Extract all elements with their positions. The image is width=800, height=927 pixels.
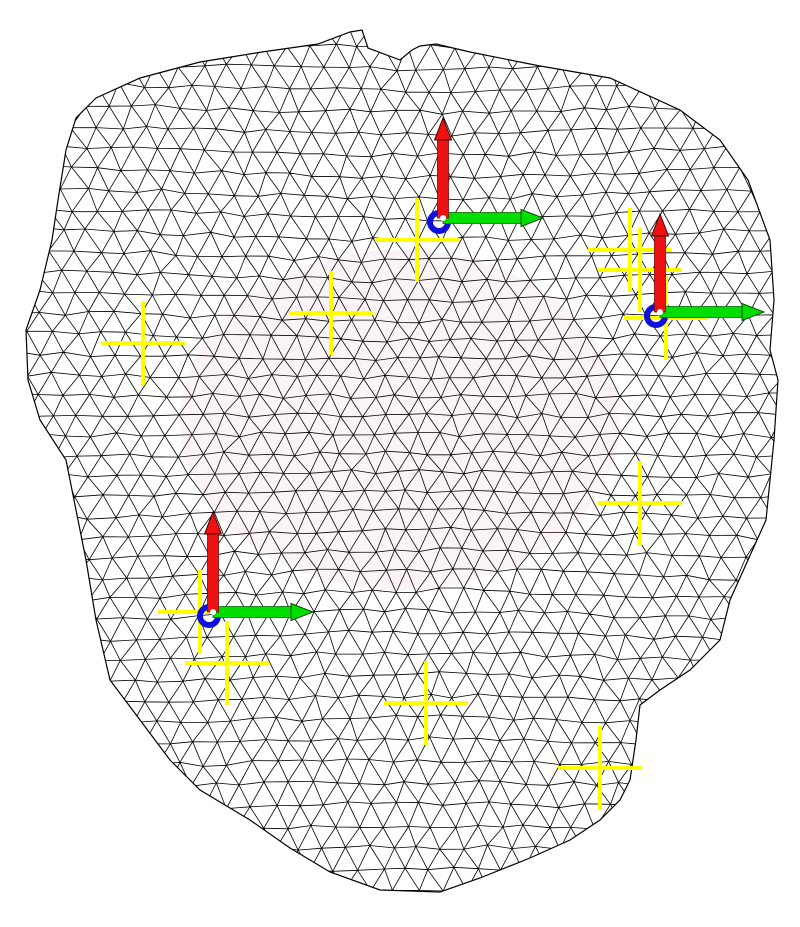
gizmo-origin xyxy=(440,215,446,221)
gizmo-origin xyxy=(657,309,663,315)
y-axis-arrow xyxy=(203,510,223,613)
gizmo-layer xyxy=(197,116,766,628)
axis-gizmo-icon xyxy=(644,212,766,328)
cross-marker-icon xyxy=(588,208,672,292)
cross-marker-icon xyxy=(185,621,269,705)
marker-layer xyxy=(101,198,708,810)
wireframe-mesh xyxy=(26,30,778,892)
gizmo-origin xyxy=(210,609,216,615)
cross-marker-icon xyxy=(384,661,468,745)
cross-marker-icon xyxy=(289,271,373,355)
axis-gizmo-icon xyxy=(427,116,545,234)
y-axis-arrow xyxy=(650,212,670,313)
axis-gizmo-icon xyxy=(197,510,315,628)
cross-marker-icon xyxy=(101,301,185,385)
cross-marker-icon xyxy=(558,726,642,810)
cross-marker-icon xyxy=(598,461,682,545)
mesh-outline xyxy=(25,29,779,893)
cross-marker-icon xyxy=(375,198,459,282)
surface-shading xyxy=(180,250,620,590)
x-axis-arrow xyxy=(442,208,545,228)
cross-marker-icon xyxy=(598,228,682,312)
